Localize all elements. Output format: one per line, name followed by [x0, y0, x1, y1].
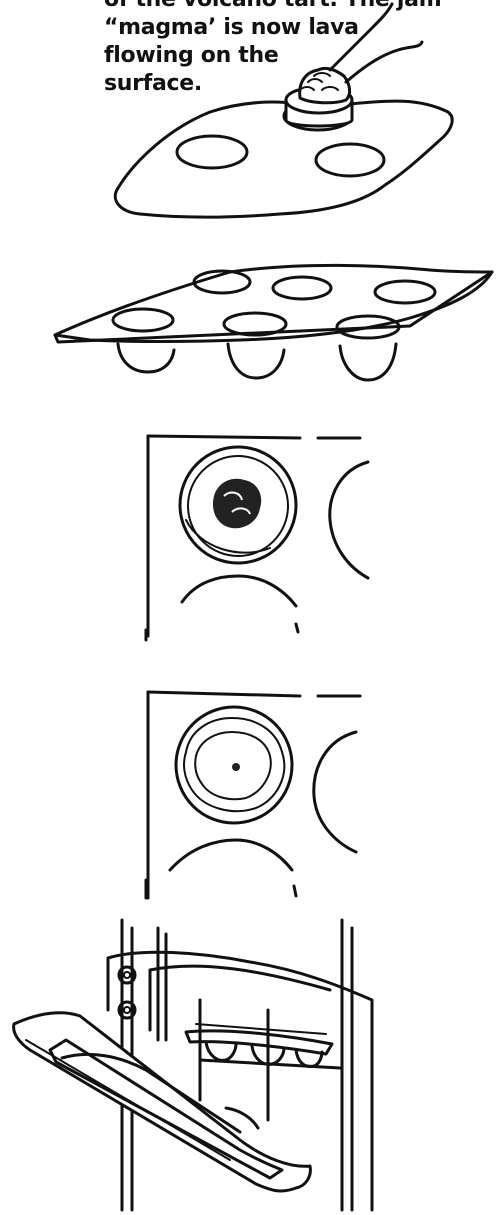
- muffin-tray-icon: [55, 265, 492, 380]
- tart-in-tray-after-baking-icon: [146, 692, 360, 898]
- hand-pressing-cutter-icon: [115, 4, 452, 217]
- tart-in-tray-before-baking-icon: [146, 436, 368, 640]
- open-oven-icon: [14, 920, 372, 1210]
